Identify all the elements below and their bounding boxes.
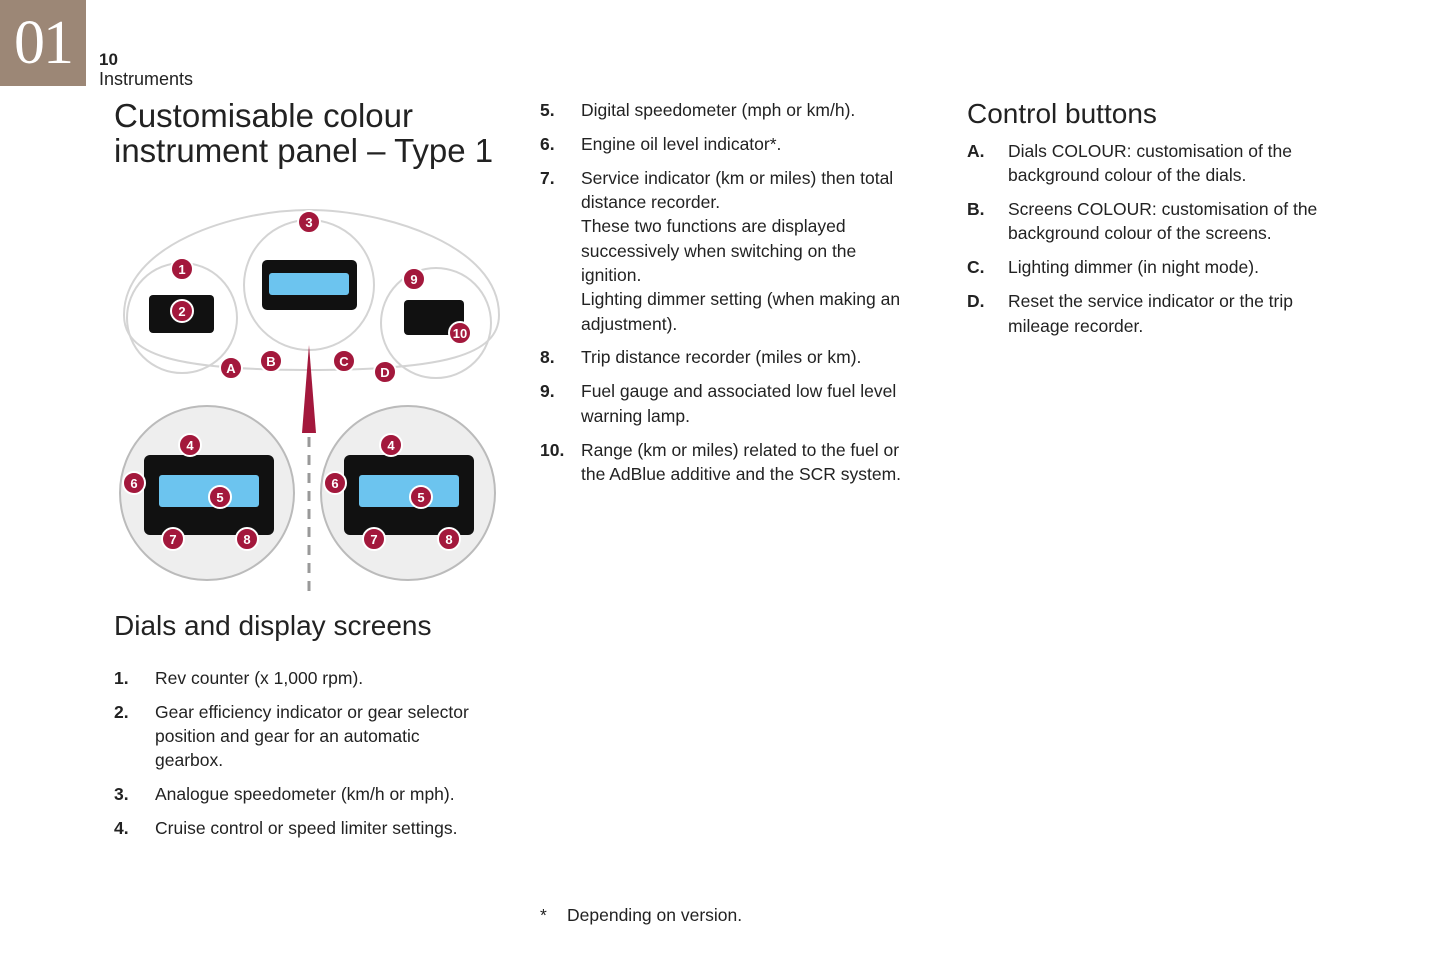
- marker-7: 7: [370, 532, 377, 547]
- item-text: Digital speedometer (mph or km/h).: [581, 100, 856, 120]
- footnote-text: Depending on version.: [567, 905, 743, 925]
- item-letter: A.: [967, 141, 985, 161]
- callout-markers: [122, 210, 472, 551]
- item-text: Trip distance recorder (miles or km).: [581, 347, 862, 368]
- footnote: * Depending on version.: [540, 905, 742, 926]
- marker-7: 7: [169, 532, 176, 547]
- marker-1: 1: [178, 262, 185, 277]
- item-number: 9.: [540, 381, 555, 402]
- item-letter: B.: [967, 199, 985, 220]
- marker-8: 8: [243, 532, 250, 547]
- list-item: 3. Analogue speedometer (km/h or mph).: [114, 782, 514, 806]
- controls-heading: Control buttons: [967, 98, 1157, 129]
- list-item: A. Dials COLOUR: customisation of the bac…: [967, 139, 1387, 188]
- list-item: D. Reset the service indicator or the tri…: [967, 289, 1387, 338]
- item-letter: D.: [967, 291, 985, 312]
- item-text: Engine oil level indicator*.: [581, 133, 782, 154]
- instrument-panel-illustration: 1 2 3 9 10 A B C D 4 5 6 7 8 4 5 6 7 8: [119, 208, 501, 595]
- marker-c: C: [339, 354, 349, 369]
- marker-4: 4: [387, 438, 395, 453]
- list-item: 4. Cruise control or speed limiter settin…: [114, 816, 514, 840]
- item-number: 5.: [540, 100, 555, 120]
- marker-9: 9: [410, 272, 417, 287]
- item-text: Range (km or miles) related to the fuel …: [581, 439, 902, 484]
- item-number: 8.: [540, 347, 555, 368]
- marker-10: 10: [453, 326, 467, 341]
- footnote-mark: *: [540, 905, 547, 925]
- marker-6: 6: [331, 476, 338, 491]
- marker-3: 3: [305, 215, 312, 230]
- list-item: 8. Trip distance recorder (miles or km).: [540, 345, 940, 369]
- list-item: 6. Engine oil level indicator*.: [540, 132, 940, 156]
- item-number: 4.: [114, 818, 129, 839]
- marker-8: 8: [445, 532, 452, 547]
- item-text: Lighting dimmer (in night mode).: [1008, 257, 1259, 278]
- marker-4: 4: [186, 438, 194, 453]
- marker-6: 6: [130, 476, 137, 491]
- item-number: 7.: [540, 167, 555, 188]
- item-text: Service indicator (km or miles) then tot…: [581, 167, 901, 334]
- marker-b: B: [266, 354, 275, 369]
- item-letter: C.: [967, 257, 985, 278]
- list-item: 9. Fuel gauge and associated low fuel lev…: [540, 379, 940, 428]
- item-number: 1.: [114, 668, 129, 688]
- item-text: Dials COLOUR: customisation of the backg…: [1008, 141, 1292, 186]
- chapter-badge: 01: [0, 0, 86, 86]
- page-number: 10: [99, 50, 118, 69]
- item-text: Analogue speedometer (km/h or mph).: [155, 784, 455, 805]
- list-item: C. Lighting dimmer (in night mode).: [967, 255, 1387, 279]
- marker-5: 5: [417, 490, 424, 505]
- marker-5: 5: [216, 490, 223, 505]
- item-text: Reset the service indicator or the trip …: [1008, 291, 1293, 336]
- marker-a: A: [226, 361, 236, 376]
- item-number: 10.: [540, 439, 565, 460]
- section-name: Instruments: [99, 69, 194, 89]
- item-number: 2.: [114, 701, 129, 722]
- list-item: 2. Gear efficiency indicator or gear sele…: [114, 700, 514, 773]
- list-item: B. Screens COLOUR: customisation of the b…: [967, 197, 1387, 246]
- item-text: Screens COLOUR: customisation of the bac…: [1008, 199, 1318, 244]
- dials-heading: Dials and display screens: [114, 610, 432, 641]
- item-text: Gear efficiency indicator or gear select…: [155, 701, 469, 771]
- page-title: Customisable colour instrument panel – T…: [114, 97, 494, 169]
- item-text: Rev counter (x 1,000 rpm).: [155, 668, 364, 688]
- dials-list-part1: 1. Rev counter (x 1,000 rpm). 2. Gear effi…: [114, 666, 514, 850]
- list-item: 10. Range (km or miles) related to the fu…: [540, 438, 940, 487]
- item-text: Fuel gauge and associated low fuel level…: [581, 381, 897, 426]
- list-item: 1. Rev counter (x 1,000 rpm).: [114, 666, 514, 690]
- item-text: Cruise control or speed limiter settings…: [155, 818, 458, 839]
- list-item: 7. Service indicator (km or miles) then t…: [540, 166, 940, 336]
- item-number: 3.: [114, 784, 129, 805]
- item-number: 6.: [540, 133, 555, 154]
- marker-d: D: [380, 365, 389, 380]
- dials-list-part2: 5. Digital speedometer (mph or km/h). 6. E…: [540, 98, 940, 496]
- controls-list: A. Dials COLOUR: customisation of the bac…: [967, 139, 1387, 347]
- list-item: 5. Digital speedometer (mph or km/h).: [540, 98, 940, 122]
- marker-2: 2: [178, 304, 185, 319]
